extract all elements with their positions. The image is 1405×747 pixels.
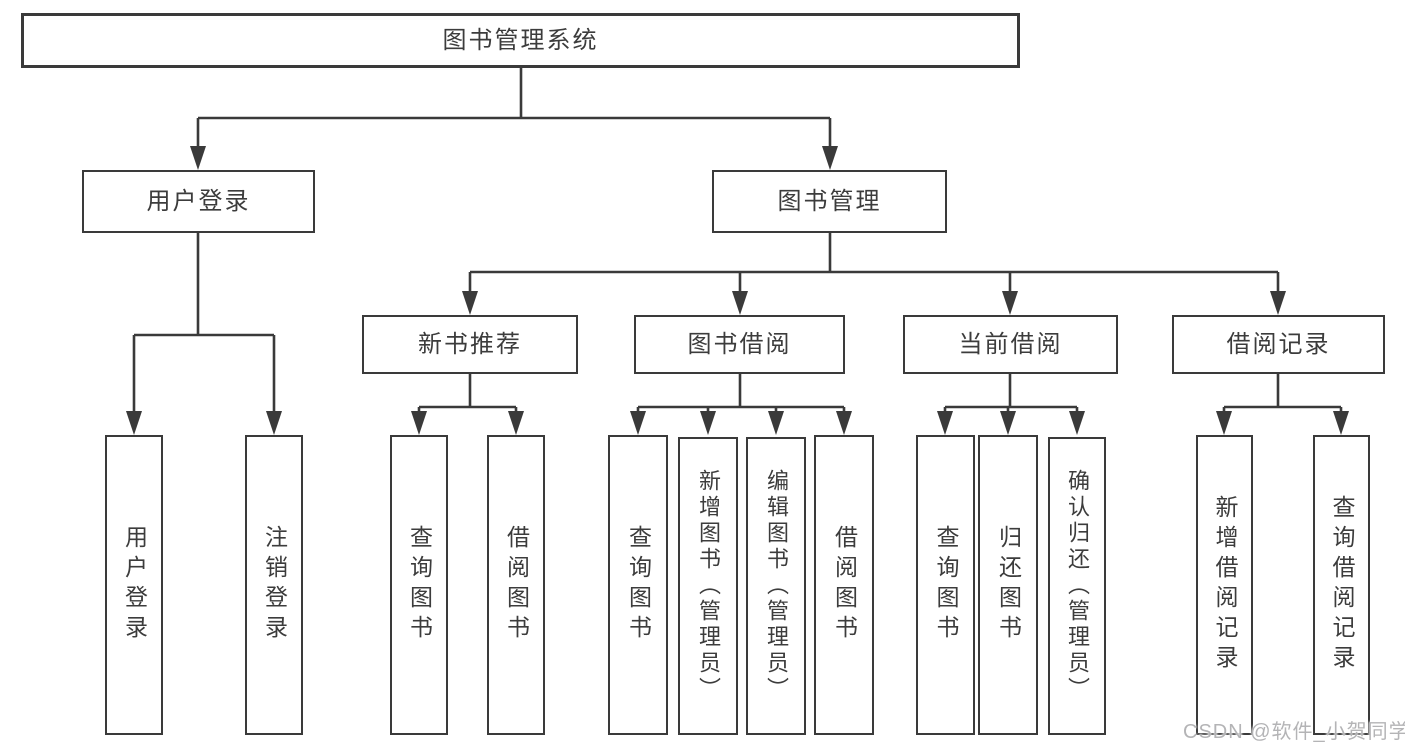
leaf-logout-label: 注销登录 bbox=[261, 525, 288, 645]
leaf-logout: 注销登录 bbox=[245, 435, 303, 735]
leaf-confirm-return-admin: 确认归还（管理员） bbox=[1048, 437, 1106, 735]
node-user-login: 用户登录 bbox=[82, 170, 315, 233]
leaf-query-books-recommend: 查询图书 bbox=[390, 435, 448, 735]
leaf-add-borrow-record-label: 新增借阅记录 bbox=[1212, 495, 1238, 675]
node-borrow-records-label: 借阅记录 bbox=[1226, 330, 1331, 358]
leaf-query-books-borrowing: 查询图书 bbox=[608, 435, 668, 735]
leaf-edit-books-admin-label: 编辑图书（管理员） bbox=[764, 469, 789, 703]
leaf-return-books: 归还图书 bbox=[978, 435, 1038, 735]
leaf-borrow-books-borrowing-label: 借阅图书 bbox=[831, 525, 858, 645]
node-user-login-label: 用户登录 bbox=[146, 187, 251, 215]
node-new-book-recommend-label: 新书推荐 bbox=[418, 330, 522, 358]
leaf-borrow-books-borrowing: 借阅图书 bbox=[814, 435, 874, 735]
leaf-add-borrow-record: 新增借阅记录 bbox=[1196, 435, 1253, 735]
leaf-query-borrow-record-label: 查询借阅记录 bbox=[1329, 495, 1355, 675]
csdn-watermark: CSDN @软件_小贺同学 bbox=[1183, 721, 1405, 743]
node-book-borrowing: 图书借阅 bbox=[634, 315, 845, 374]
node-book-management-label: 图书管理 bbox=[777, 187, 882, 215]
leaf-confirm-return-admin-label: 确认归还（管理员） bbox=[1065, 469, 1090, 703]
node-book-management: 图书管理 bbox=[712, 170, 947, 233]
leaf-add-books-admin-label: 新增图书（管理员） bbox=[696, 469, 721, 703]
leaf-query-books-recommend-label: 查询图书 bbox=[406, 525, 433, 645]
node-root-label: 图书管理系统 bbox=[442, 26, 599, 54]
leaf-query-books-current: 查询图书 bbox=[916, 435, 975, 735]
node-borrow-records: 借阅记录 bbox=[1172, 315, 1385, 374]
leaf-user-login: 用户登录 bbox=[105, 435, 163, 735]
leaf-edit-books-admin: 编辑图书（管理员） bbox=[746, 437, 806, 735]
leaf-user-login-label: 用户登录 bbox=[121, 525, 148, 645]
leaf-borrow-books-recommend: 借阅图书 bbox=[487, 435, 545, 735]
node-current-borrowing-label: 当前借阅 bbox=[958, 330, 1063, 358]
node-root-system: 图书管理系统 bbox=[21, 13, 1020, 68]
leaf-add-books-admin: 新增图书（管理员） bbox=[678, 437, 738, 735]
node-book-borrowing-label: 图书借阅 bbox=[687, 330, 792, 358]
leaf-return-books-label: 归还图书 bbox=[995, 525, 1022, 645]
leaf-query-books-borrowing-label: 查询图书 bbox=[625, 525, 652, 645]
node-new-book-recommend: 新书推荐 bbox=[362, 315, 578, 374]
leaf-borrow-books-recommend-label: 借阅图书 bbox=[503, 525, 530, 645]
leaf-query-books-current-label: 查询图书 bbox=[933, 525, 959, 645]
node-current-borrowing: 当前借阅 bbox=[903, 315, 1118, 374]
leaf-query-borrow-record: 查询借阅记录 bbox=[1313, 435, 1370, 735]
